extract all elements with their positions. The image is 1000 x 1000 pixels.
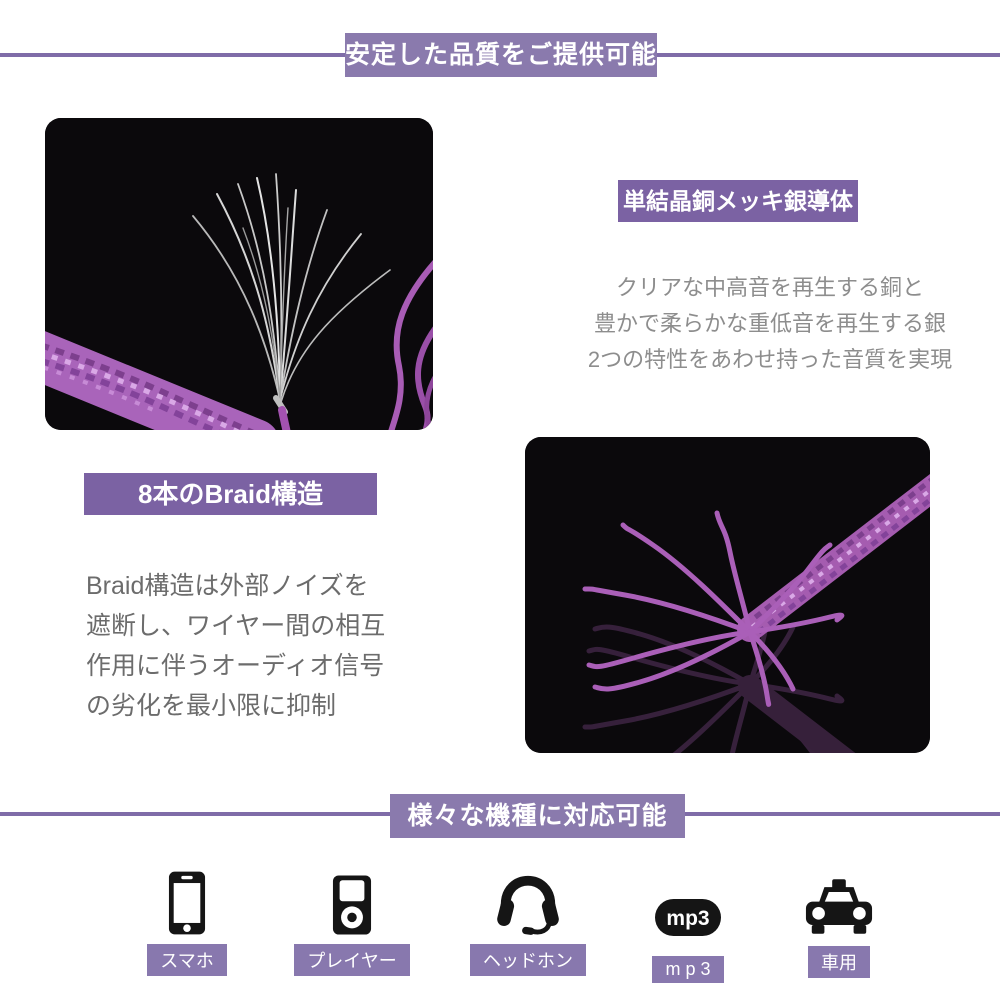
device-music-player: プレイヤー xyxy=(282,858,422,976)
device-smartphone: スマホ xyxy=(117,858,257,976)
mp3-icon-text: mp3 xyxy=(666,907,709,930)
mp3-icon: mp3 xyxy=(655,858,721,936)
silver-strands xyxy=(192,173,391,415)
photo-silver-strands xyxy=(45,118,433,430)
device-label-mp3: mp3 xyxy=(652,956,724,983)
wavy-purple-wires xyxy=(388,260,433,430)
device-mp3: mp3 mp3 xyxy=(618,858,758,983)
device-label-player: プレイヤー xyxy=(294,944,410,976)
device-label-smartphone: スマホ xyxy=(147,944,227,976)
music-player-icon xyxy=(332,858,372,936)
top-banner: 安定した品質をご提供可能 xyxy=(345,33,657,77)
conductor-body-text: クリアな中高音を再生する銅と 豊かで柔らかな重低音を再生する銀 2つの特性をあわ… xyxy=(587,275,953,372)
device-label-car: 車用 xyxy=(808,946,870,978)
braid-heading: 8本のBraid構造 xyxy=(84,473,377,515)
purple-stem-wire xyxy=(278,406,291,430)
bottom-banner: 様々な機種に対応可能 xyxy=(390,794,685,838)
car-icon xyxy=(804,858,874,936)
device-label-headset: ヘッドホン xyxy=(470,944,586,976)
braid-body-text: Braid構造は外部ノイズを 遮断し、ワイヤー間の相互 作用に伴うオーディオ信号… xyxy=(86,572,386,720)
smartphone-icon xyxy=(168,858,206,936)
conductor-heading: 単結晶銅メッキ銀導体 xyxy=(618,180,858,222)
braided-cable xyxy=(45,331,276,430)
braided-cable xyxy=(737,474,930,642)
splayed-wires xyxy=(582,510,845,707)
headset-icon xyxy=(493,858,563,936)
device-headset: ヘッドホン xyxy=(458,858,598,976)
photo-splayed-wires xyxy=(525,437,930,753)
device-car: 車用 xyxy=(769,858,909,978)
